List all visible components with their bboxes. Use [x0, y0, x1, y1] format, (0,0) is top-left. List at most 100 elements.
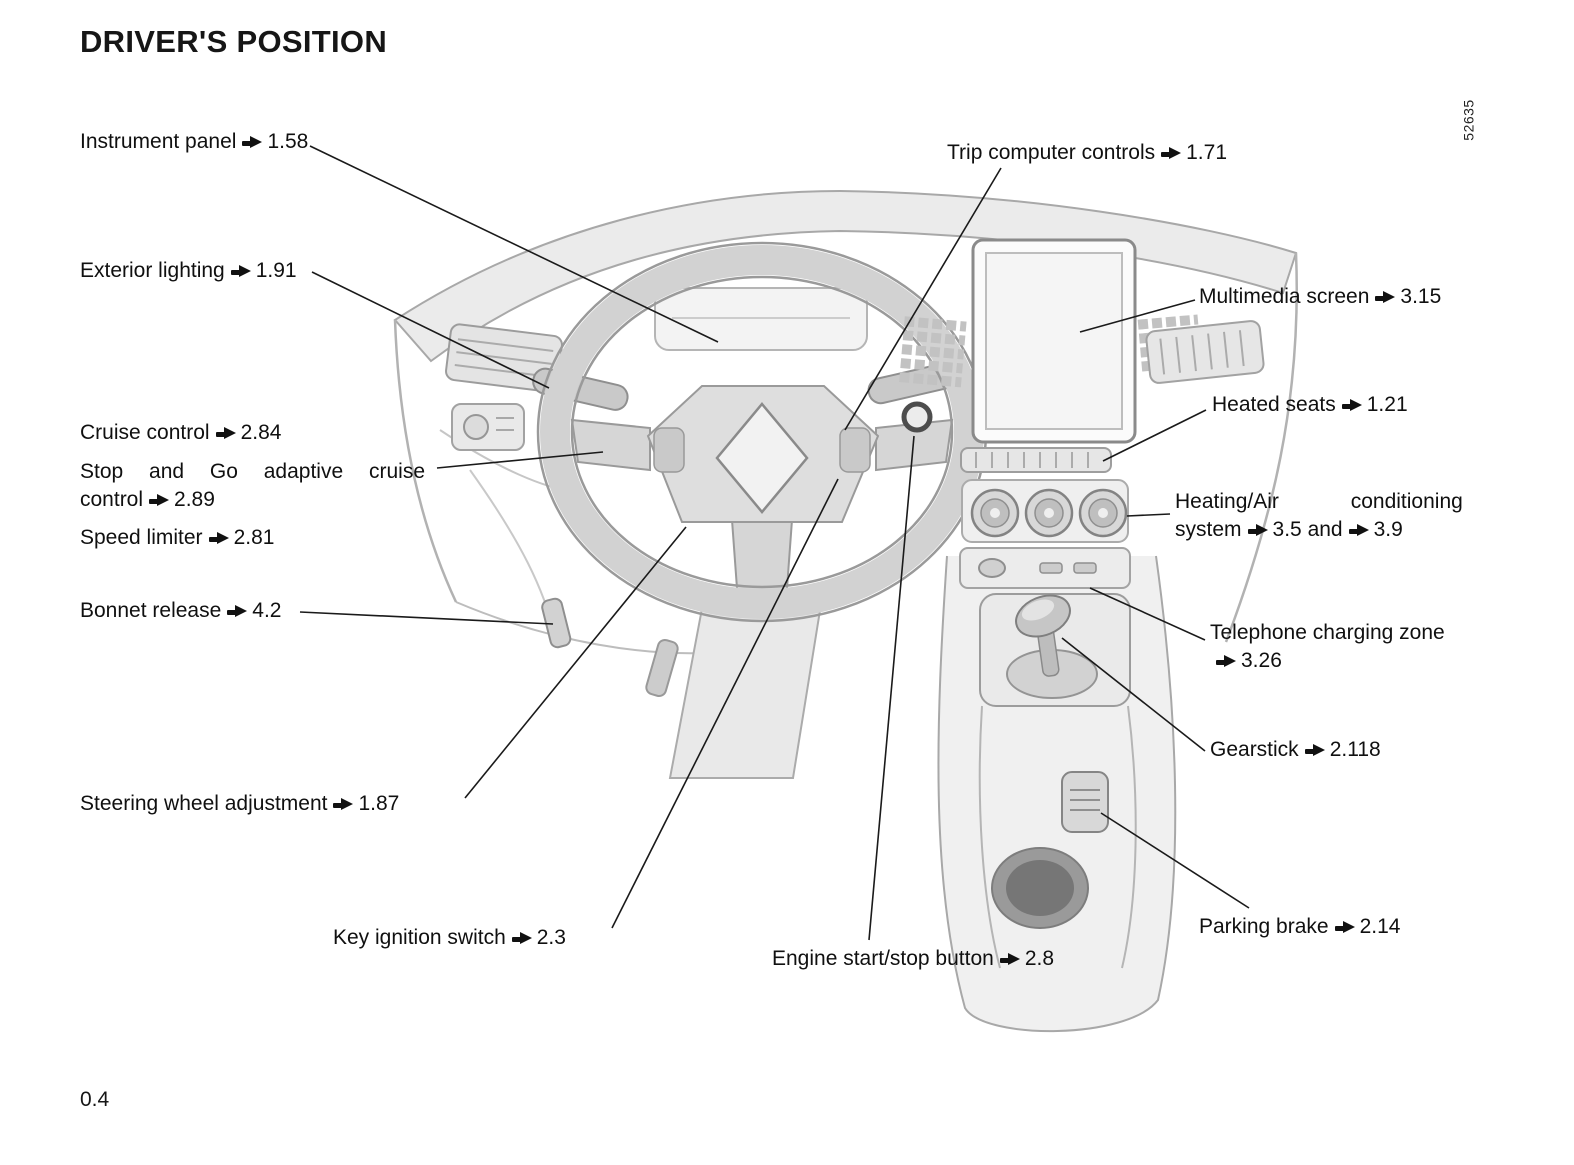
- ref-number: 2.81: [233, 526, 275, 549]
- label-text: Exterior lighting: [80, 259, 225, 282]
- ref-number: 1.21: [1366, 393, 1408, 416]
- leader-gearstick: [1061, 637, 1206, 752]
- ref-number: 2.89: [174, 488, 215, 511]
- column-adjust-lever: [645, 638, 679, 698]
- ref-number: 2.84: [240, 421, 282, 444]
- ref-arrow-icon: [1161, 147, 1182, 160]
- ref-arrow-icon: [1334, 921, 1355, 934]
- ref-arrow-icon: [1304, 744, 1325, 757]
- ref-number: 1.71: [1186, 141, 1227, 164]
- ref-number: 3.9: [1373, 518, 1403, 541]
- ref-number: 1.91: [255, 259, 297, 282]
- multimedia-screen: [971, 238, 1137, 444]
- tunnel-edge-right: [1121, 705, 1137, 969]
- dash-texture-left: [899, 316, 967, 388]
- ref-number: 2.118: [1329, 738, 1381, 761]
- gearstick: [979, 593, 1131, 707]
- tunnel-edge-left: [978, 705, 1001, 969]
- label-instrument-panel: Instrument panel 1.58: [80, 128, 308, 156]
- label-text: Heating/Air conditioning: [1175, 490, 1463, 513]
- leader-lines: [299, 145, 1250, 941]
- ref-number: 1.87: [358, 792, 400, 815]
- label-text: system: [1175, 518, 1242, 541]
- label-text: Engine start/stop button: [772, 947, 994, 970]
- leader-instrument-panel: [309, 145, 719, 343]
- ref-arrow-icon: [333, 798, 354, 811]
- ref-arrow-icon: [511, 932, 532, 945]
- label-text: Bonnet release: [80, 599, 222, 622]
- leader-cruise-control: [436, 451, 604, 469]
- label-steering-wheel-adjustment: Steering wheel adjustment 1.87: [80, 790, 399, 818]
- ref-arrow-icon: [242, 136, 263, 149]
- page-number: 0.4: [80, 1088, 110, 1111]
- label-text: Key ignition switch: [333, 926, 506, 949]
- steering-wheel-badge: [715, 402, 809, 514]
- ref-number: 3.5: [1272, 518, 1302, 541]
- dash-right-pillar: [1224, 252, 1299, 643]
- leader-engine-start-stop: [868, 435, 915, 941]
- label-text: control: [80, 488, 144, 511]
- label-text: Gearstick: [1210, 738, 1299, 761]
- label-bonnet-release: Bonnet release 4.2: [80, 597, 281, 625]
- leader-heated-seats: [1102, 409, 1207, 462]
- label-text: Instrument panel: [80, 130, 237, 153]
- ref-arrow-icon: [1247, 524, 1268, 537]
- label-text: Telephone charging zone: [1210, 621, 1445, 644]
- label-heating-air-conditioning: Heating/Air conditioning system 3.5 and 3.…: [1175, 488, 1463, 544]
- leader-telephone-charging: [1089, 587, 1206, 641]
- steering-wheel-hub: [570, 385, 954, 603]
- ref-arrow-icon: [1375, 291, 1396, 304]
- page-title: DRIVER'S POSITION: [80, 24, 388, 59]
- heated-seats-controls: [960, 447, 1112, 473]
- ref-arrow-icon: [1348, 524, 1369, 537]
- ref-number: 2.3: [536, 926, 566, 949]
- label-text: Multimedia screen: [1199, 285, 1370, 308]
- label-text: and: [1307, 518, 1343, 541]
- leader-key-ignition: [611, 478, 839, 929]
- ref-number: 4.2: [252, 599, 282, 622]
- steering-column: [645, 597, 824, 779]
- leader-exterior-lighting: [311, 271, 550, 389]
- label-text: Heated seats: [1212, 393, 1336, 416]
- leader-parking-brake: [1100, 812, 1250, 909]
- ref-arrow-icon: [227, 605, 248, 618]
- label-engine-start-stop-button: Engine start/stop button 2.8: [772, 945, 1054, 973]
- ref-arrow-icon: [999, 953, 1020, 966]
- leader-trip-computer: [844, 167, 1002, 431]
- ref-number: 2.14: [1359, 915, 1401, 938]
- storage-bin: [991, 847, 1089, 929]
- label-text: Steering wheel adjustment: [80, 792, 328, 815]
- ref-number: 2.8: [1024, 947, 1055, 970]
- ref-arrow-icon: [1341, 399, 1362, 412]
- climate-control-knobs: [961, 479, 1129, 543]
- dash-lower-line: [455, 601, 706, 655]
- ref-arrow-icon: [1216, 655, 1236, 668]
- label-trip-computer-controls: Trip computer controls 1.71: [947, 139, 1227, 167]
- label-exterior-lighting: Exterior lighting 1.91: [80, 257, 297, 285]
- leader-heating-ac: [1126, 513, 1171, 517]
- ref-number: 1.58: [267, 130, 309, 153]
- telephone-charging-zone: [959, 547, 1131, 589]
- label-text: Parking brake: [1199, 915, 1329, 938]
- air-vent-right: [1145, 320, 1265, 384]
- dash-top-cowl: [393, 189, 1298, 363]
- dash-left-edge: [393, 319, 458, 603]
- ref-arrow-icon: [149, 494, 170, 507]
- ref-number: 3.26: [1241, 649, 1282, 672]
- label-telephone-charging-zone: Telephone charging zone 3.26: [1210, 619, 1445, 675]
- label-parking-brake: Parking brake 2.14: [1199, 913, 1400, 941]
- leader-bonnet-release: [299, 611, 554, 625]
- engine-start-button: [901, 401, 933, 433]
- label-text: Trip computer controls: [947, 141, 1156, 164]
- ref-number: 3.15: [1400, 285, 1442, 308]
- label-heated-seats: Heated seats 1.21: [1212, 391, 1408, 419]
- label-speed-limiter: Speed limiter 2.81: [80, 524, 274, 552]
- label-text: Speed limiter: [80, 526, 203, 549]
- bonnet-release-lever: [541, 597, 572, 649]
- ref-arrow-icon: [215, 427, 236, 440]
- parking-brake-switch: [1061, 771, 1109, 833]
- label-key-ignition-switch: Key ignition switch 2.3: [333, 924, 566, 952]
